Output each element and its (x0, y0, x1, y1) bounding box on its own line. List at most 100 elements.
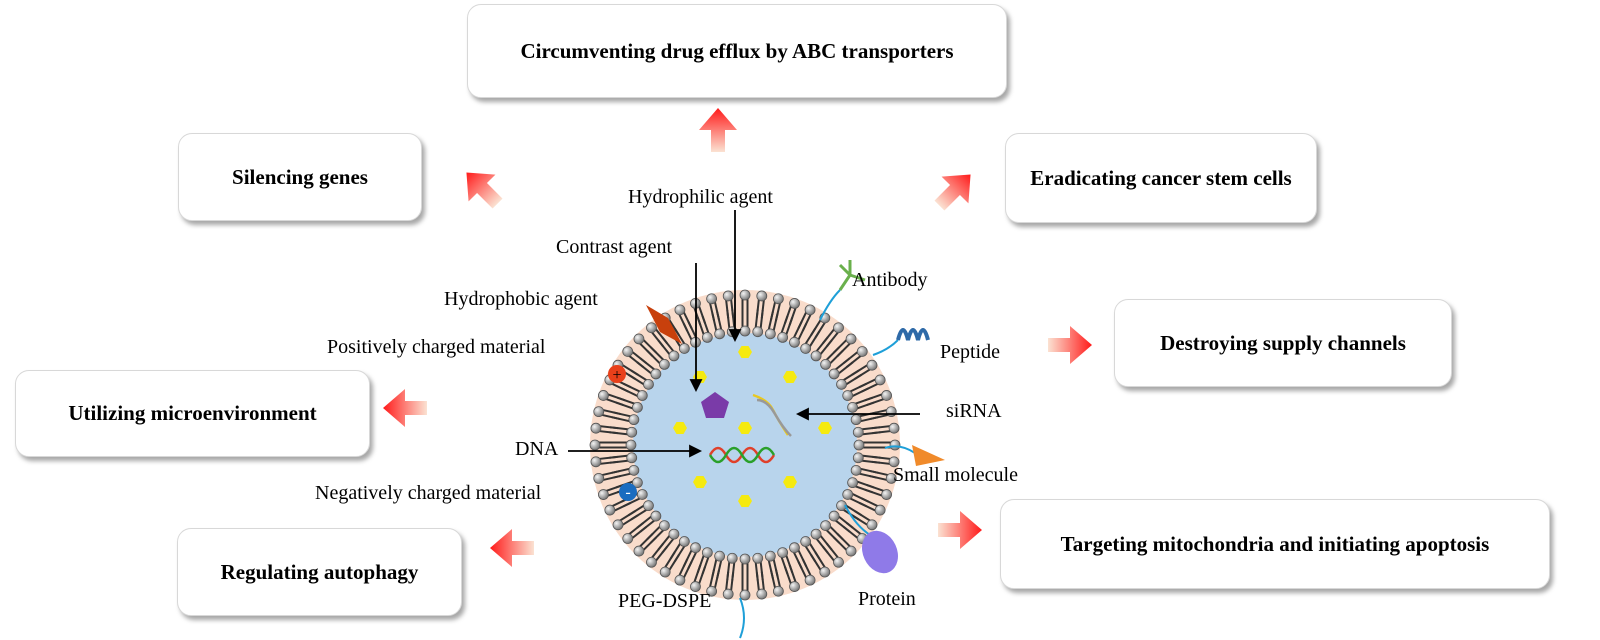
lipid (800, 327, 821, 354)
lipid (764, 311, 779, 340)
small-molecule-linker (884, 445, 916, 454)
lipid (852, 426, 881, 438)
outcome-autophagy: Regulating autophagy (177, 528, 462, 616)
sirna-icon (752, 393, 792, 437)
label-peg-dspe: PEG-DSPE (618, 590, 712, 612)
lipid (636, 510, 662, 533)
outcome-arrow (383, 389, 427, 427)
plus-sign: + (612, 367, 621, 384)
hydrophilic-drug (783, 370, 797, 384)
positive-charge-icon (608, 365, 626, 383)
hydrophilic-drug (738, 494, 752, 508)
outcome-mitochondria: Targeting mitochondria and initiating ap… (1000, 499, 1550, 589)
outcome-efflux: Circumventing drug efflux by ABC transpo… (467, 4, 1007, 98)
lipid (696, 547, 713, 575)
lipid (682, 542, 701, 570)
contrast-agent-pentagon (701, 392, 729, 418)
lipid (752, 309, 764, 338)
outcome-supply-channels: Destroying supply channels (1114, 299, 1452, 387)
lipid (850, 464, 879, 479)
lipid (777, 547, 794, 575)
lipid (810, 336, 833, 362)
lipid (669, 536, 690, 563)
lipid (828, 510, 854, 533)
lipid (836, 369, 863, 390)
lipid (696, 315, 713, 343)
outcome-cancer-stem-cells: Eradicating cancer stem cells (1005, 133, 1317, 223)
label-protein: Protein (858, 588, 916, 610)
lipid (674, 304, 693, 332)
label-small-molecule: Small molecule (893, 464, 1018, 486)
lipid (609, 439, 637, 451)
outcome-microenvironment: Utilizing microenvironment (15, 370, 370, 457)
hydrophilic-drug (738, 421, 752, 435)
lipid (764, 550, 779, 579)
lipid (711, 550, 726, 579)
outcome-arrow (934, 174, 971, 211)
lipid (752, 552, 764, 581)
lipid (627, 369, 654, 390)
label-dna: DNA (515, 438, 559, 460)
protein-icon (862, 530, 898, 574)
minus-sign: - (625, 484, 630, 501)
lipid (620, 382, 648, 401)
lipid (611, 411, 640, 426)
lipid (820, 346, 844, 370)
hydrophilic-drug (738, 345, 752, 359)
lipid (739, 553, 751, 581)
hydrophilic-drug (673, 421, 687, 435)
peptide-icon (896, 328, 930, 341)
label-sirna: siRNA (946, 400, 1002, 422)
peg-dspe-linker (739, 597, 745, 639)
antibody-linker (819, 289, 841, 321)
label-negatively-charged: Negatively charged material (315, 482, 542, 504)
dna-helix-icon (708, 446, 776, 464)
lipid (789, 320, 808, 348)
lipid (800, 536, 821, 563)
protein-linker (844, 504, 871, 536)
lipid (611, 464, 640, 479)
lipid (646, 520, 670, 544)
lipid (636, 357, 662, 380)
liposome-core (633, 333, 857, 557)
lipid (609, 426, 638, 438)
label-contrast-agent: Contrast agent (556, 236, 673, 258)
outcome-arrow (466, 172, 503, 209)
label-hydrophilic-agent: Hydrophilic agent (628, 186, 773, 208)
small-molecule-icon (912, 445, 945, 466)
lipid (842, 489, 870, 508)
peptide-linker (872, 339, 899, 356)
lipid (609, 452, 638, 464)
label-antibody: Antibody (852, 269, 928, 291)
hydrophobic-agent-diamond (646, 305, 682, 344)
outcome-arrow (938, 511, 982, 549)
lipid (615, 396, 643, 413)
outcome-arrow (699, 108, 737, 152)
lipid (847, 477, 875, 494)
antibody-icon (838, 260, 866, 291)
lipid (852, 452, 881, 464)
hydrophilic-drug (693, 475, 707, 489)
lipid (828, 357, 854, 380)
lipid (657, 336, 680, 362)
lipid (627, 500, 654, 521)
lipid (726, 552, 738, 581)
lipid (789, 542, 808, 570)
lipid (853, 439, 881, 451)
lipid (657, 528, 680, 554)
hydrophilic-drug (818, 421, 832, 435)
outcome-arrow (1048, 326, 1092, 364)
pointer-lines (568, 210, 920, 458)
label-hydrophobic-agent: Hydrophobic agent (444, 288, 598, 310)
lipid (711, 311, 726, 340)
outcome-arrow (490, 529, 534, 567)
outcome-silencing-genes: Silencing genes (178, 133, 422, 221)
lipid (847, 396, 875, 413)
label-peptide: Peptide (940, 341, 1000, 363)
lipid (777, 315, 794, 343)
label-positively-charged: Positively charged material (327, 336, 546, 358)
lipid (820, 520, 844, 544)
lipid (810, 528, 833, 554)
lipid (646, 346, 670, 370)
